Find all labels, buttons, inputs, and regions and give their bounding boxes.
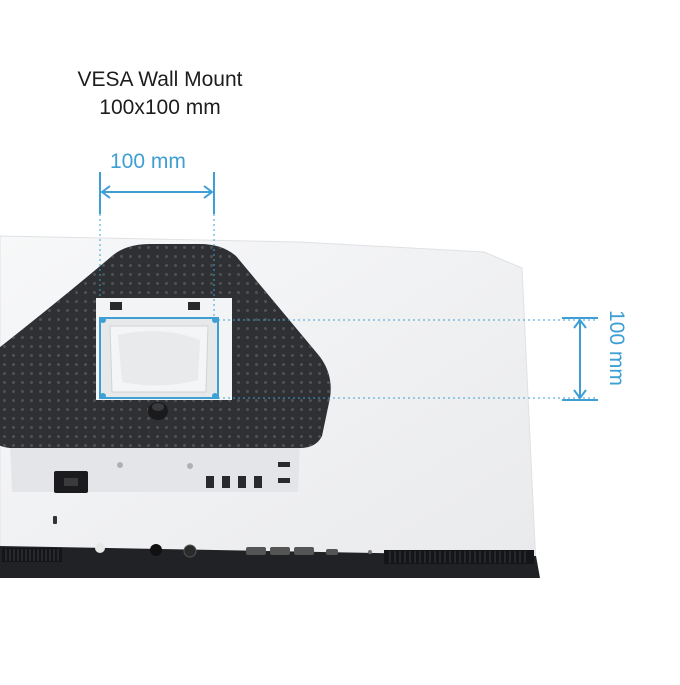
- horizontal-dimension-marker: [99, 172, 215, 318]
- bottom-controls: [95, 543, 372, 558]
- title-line-1: VESA Wall Mount: [77, 68, 243, 91]
- bottom-vent-right: [384, 550, 534, 564]
- bottom-vent-left: [2, 548, 62, 562]
- horizontal-dimension-label: 100 mm: [110, 150, 186, 173]
- vesa-mount-area: [96, 298, 232, 400]
- rear-usb-ports: [206, 462, 290, 488]
- vertical-dimension-marker: [218, 317, 598, 401]
- thumb-screw: [148, 402, 168, 420]
- vertical-dimension-label: 100 mm: [605, 310, 628, 386]
- title-line-2: 100x100 mm: [99, 96, 221, 119]
